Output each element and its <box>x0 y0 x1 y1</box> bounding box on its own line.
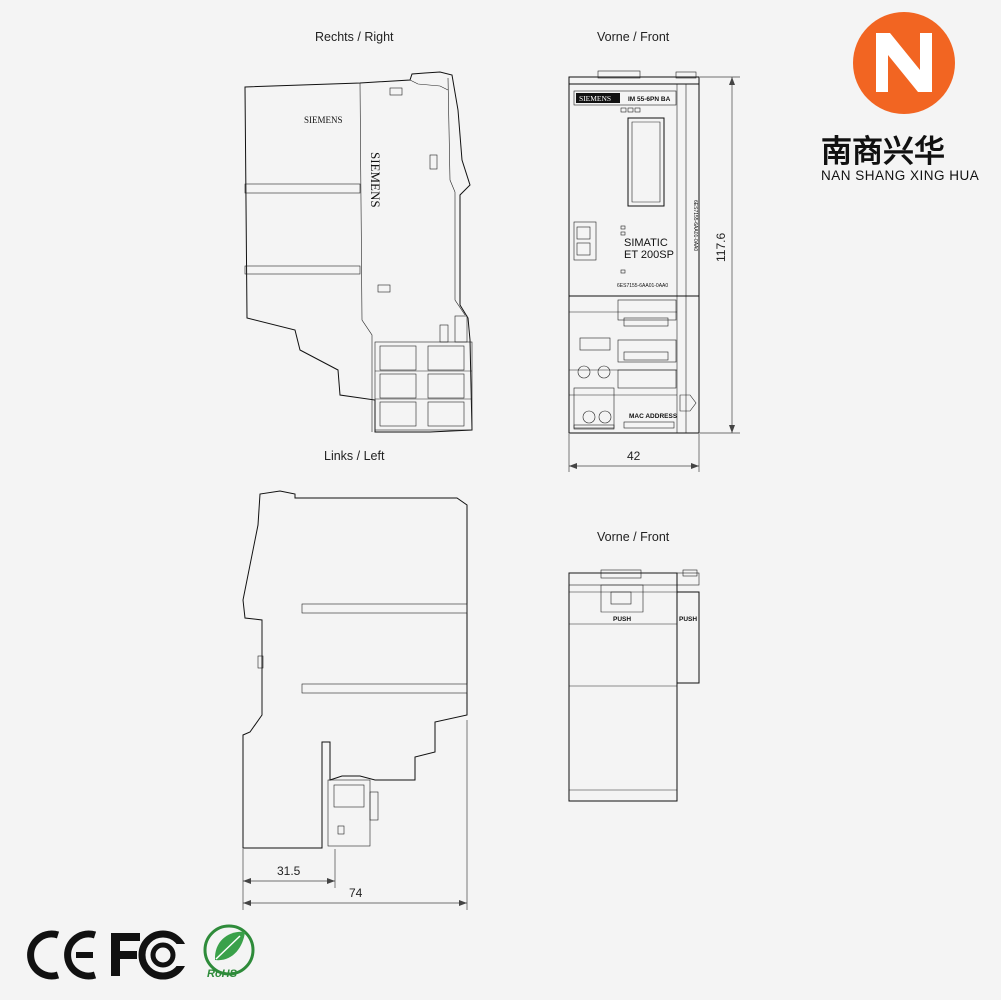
view-label-front-bottom: Vorne / Front <box>597 530 670 544</box>
certification-marks: RoHS <box>27 924 255 980</box>
front-view-top: SIEMENS IM 55-6PN BA SIMATIC ET 200SP 6E… <box>568 70 700 434</box>
dimension-height-value: 117.6 <box>714 233 728 262</box>
front-bottom-push-label-left: PUSH <box>613 616 631 623</box>
dimension-height: 117.6 <box>700 76 740 434</box>
left-side-view <box>242 490 468 849</box>
front-brand-plate <box>576 93 620 103</box>
view-label-right: Rechts / Right <box>315 30 394 44</box>
front-order-number: 6ES7155-6AA01-0AA0 <box>617 283 668 289</box>
right-view-terminal-block <box>374 315 473 431</box>
front-mac-address-label: MAC ADDRESS <box>629 413 678 420</box>
view-label-front-top: Vorne / Front <box>597 30 670 44</box>
company-name-english: NAN SHANG XING HUA <box>821 168 979 183</box>
right-view-brand-horizontal: SIEMENS <box>304 115 343 125</box>
dimension-front-width-value: 42 <box>627 449 641 463</box>
rohs-leaf-icon: RoHS <box>203 924 255 980</box>
front-bottom-push-label-right: PUSH <box>679 616 697 623</box>
right-view-brand-vertical: SIEMENS <box>368 152 383 208</box>
right-side-view: SIEMENS SIEMENS <box>244 71 473 433</box>
rohs-label: RoHS <box>207 968 238 980</box>
company-name-chinese: 南商兴华 <box>821 134 945 170</box>
view-label-left: Links / Left <box>324 449 385 463</box>
dimension-depth-partial: 31.5 <box>242 849 336 910</box>
front-model-label: IM 55-6PN BA <box>628 96 671 103</box>
ce-mark-icon <box>27 930 97 980</box>
company-logo: 南商兴华 NAN SHANG XING HUA <box>821 12 979 183</box>
front-product-line1: SIMATIC <box>624 237 668 249</box>
front-view-bottom: PUSH PUSH <box>568 569 700 802</box>
front-product-line2: ET 200SP <box>624 249 674 261</box>
dimension-depth-partial-value: 31.5 <box>277 864 301 878</box>
dimension-front-width: 42 <box>568 434 700 472</box>
dimension-depth-total-value: 74 <box>349 886 363 900</box>
front-brand-text: SIEMENS <box>579 94 611 103</box>
front-side-order-number: 6ES7155-6AA01-0AA0 <box>692 200 698 251</box>
fcc-mark-icon <box>111 930 188 980</box>
dimension-depth-total: 74 <box>243 720 468 910</box>
